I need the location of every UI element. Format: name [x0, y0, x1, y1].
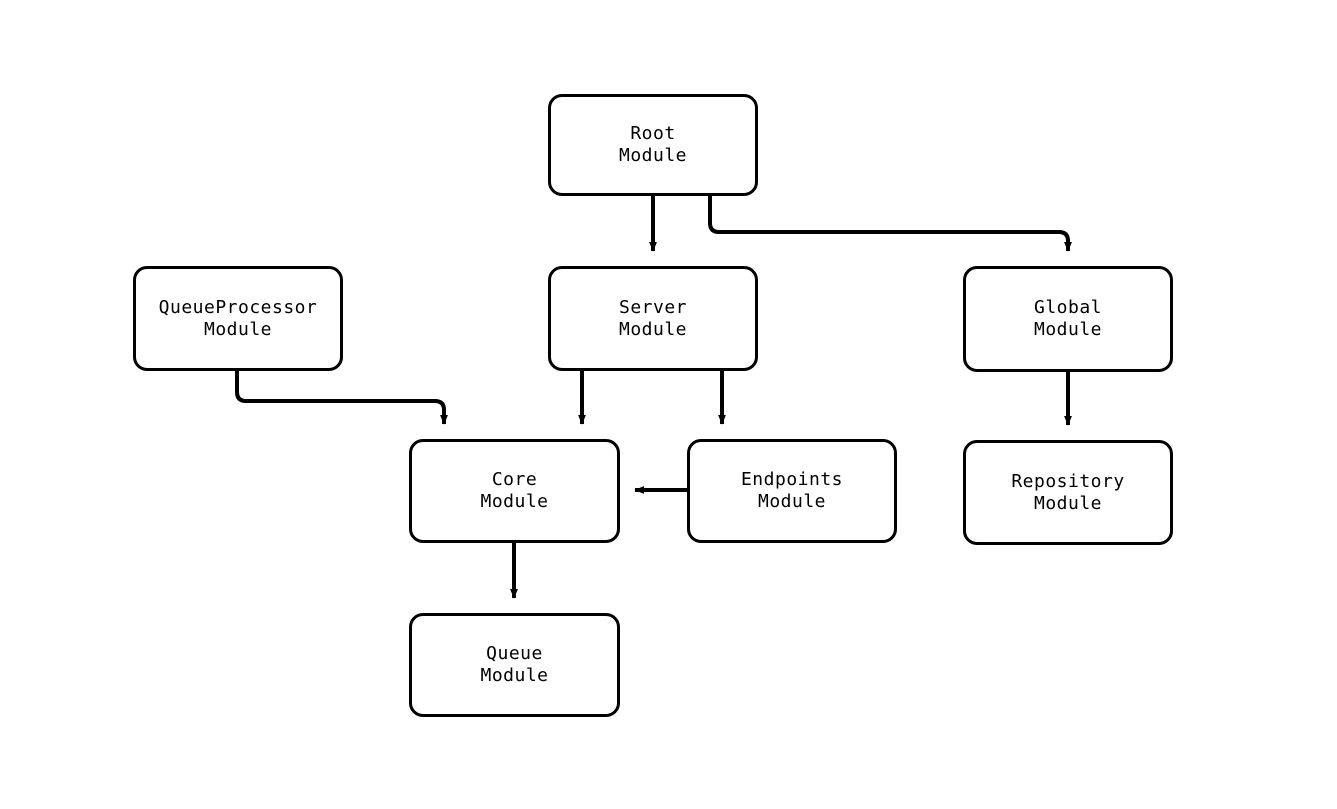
node-endpoints-label-line2: Module: [757, 491, 827, 512]
node-queueprocessor-label-line2: Module: [203, 318, 273, 340]
node-global-label-line1: Global: [1033, 297, 1103, 318]
node-repository-label-line1: Repository: [1011, 470, 1125, 492]
node-server-label-line2: Module: [618, 318, 688, 340]
node-queueprocessor-label-line1: QueueProcessor: [158, 296, 318, 318]
node-queue-label-line1: Queue: [486, 643, 543, 664]
node-root-label-line1: Root: [630, 123, 676, 144]
node-repository[interactable]: Repository Module: [963, 440, 1173, 545]
node-global-label-line2: Module: [1033, 319, 1103, 340]
node-root[interactable]: Root Module: [548, 94, 758, 196]
node-core[interactable]: Core Module: [409, 439, 620, 543]
edge-queueprocessor-to-core: [235, 371, 448, 425]
edge-root-to-global: [708, 196, 1072, 252]
node-queueprocessor[interactable]: QueueProcessor Module: [133, 266, 343, 371]
node-endpoints[interactable]: Endpoints Module: [687, 439, 897, 543]
node-queue-label-line2: Module: [480, 665, 549, 686]
node-core-label-line1: Core: [491, 469, 538, 490]
node-root-label-line2: Module: [618, 145, 688, 166]
node-server-label-line1: Server: [618, 296, 688, 318]
node-repository-label-line2: Module: [1033, 492, 1103, 514]
node-queue[interactable]: Queue Module: [409, 613, 620, 717]
node-endpoints-label-line1: Endpoints: [740, 469, 844, 490]
node-core-label-line2: Module: [480, 491, 549, 512]
node-global[interactable]: Global Module: [963, 266, 1173, 372]
node-server[interactable]: Server Module: [548, 266, 758, 371]
